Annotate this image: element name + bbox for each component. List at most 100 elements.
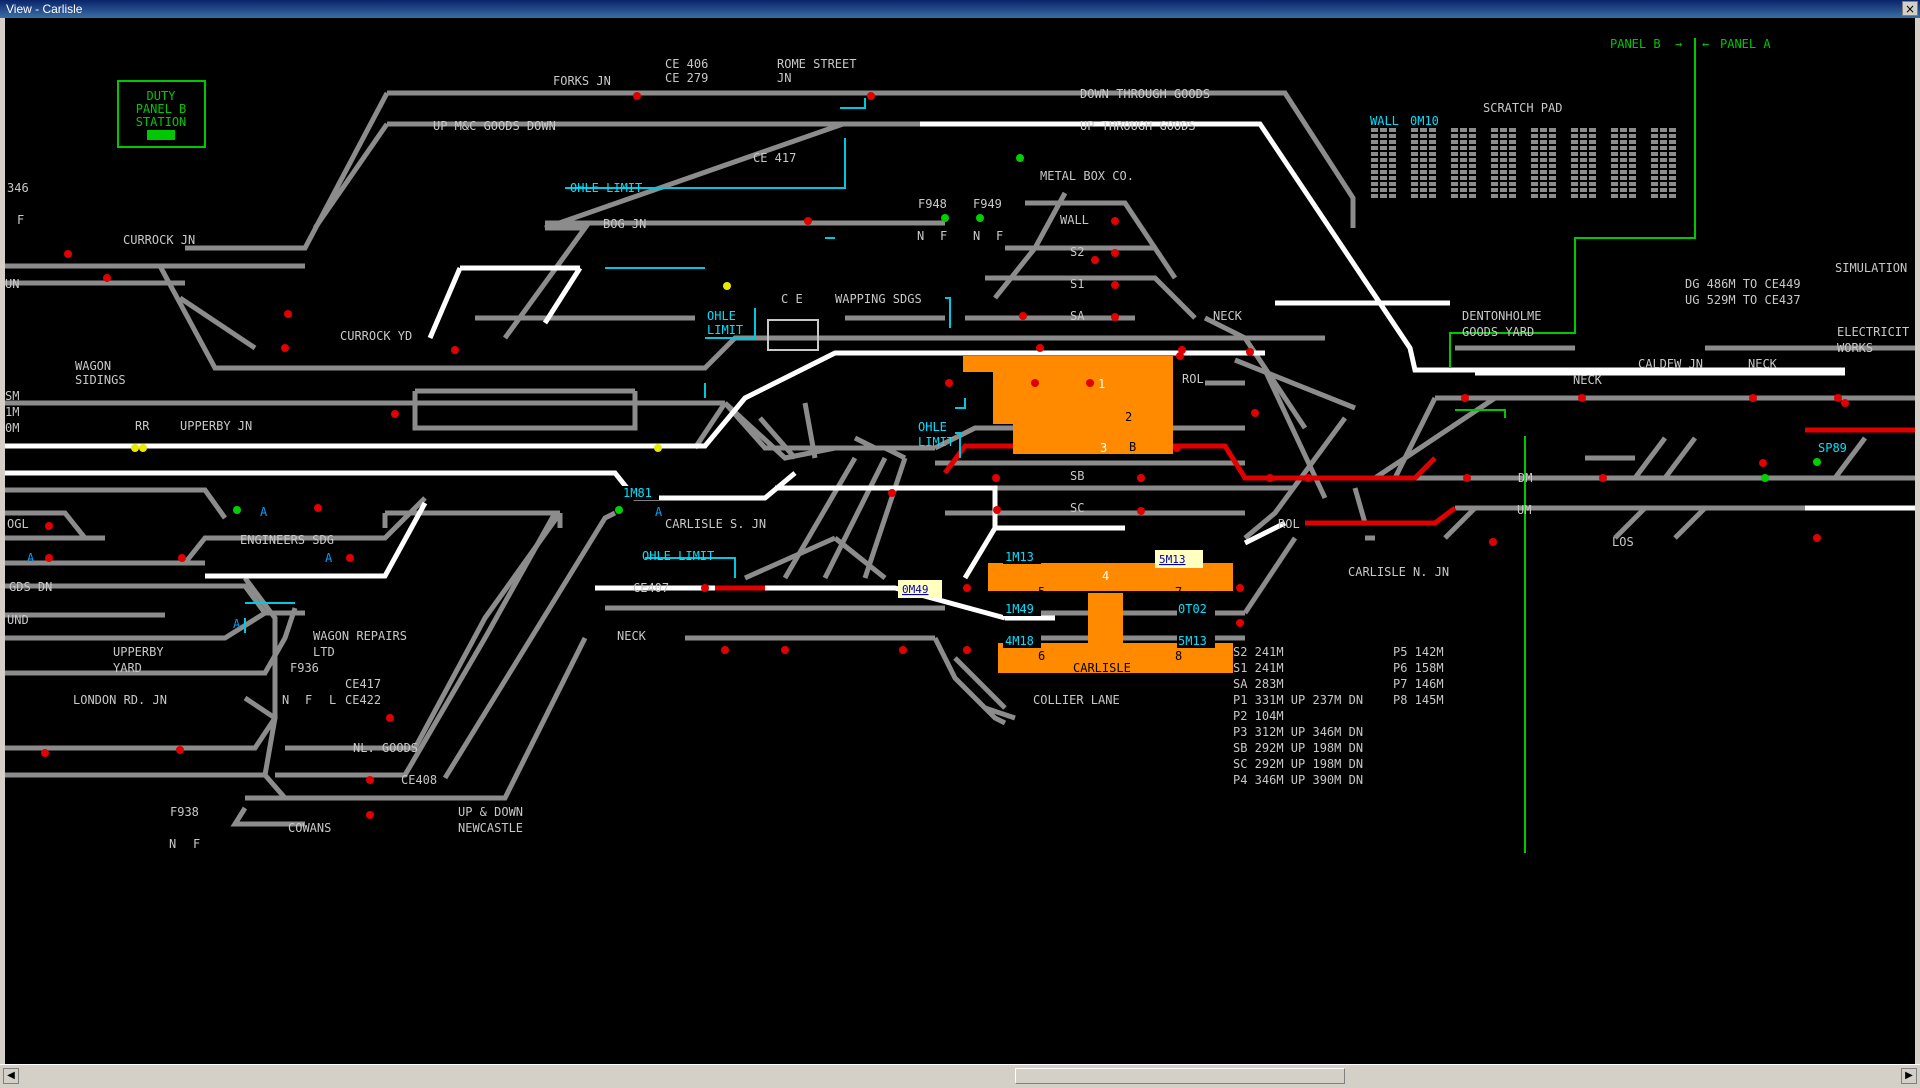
signal-head[interactable] (45, 554, 53, 562)
scratch-pad-cell[interactable] (1571, 182, 1578, 186)
scratch-pad-cell[interactable] (1420, 170, 1427, 174)
scratch-pad-cell[interactable] (1669, 164, 1676, 168)
scratch-pad-cell[interactable] (1411, 152, 1418, 156)
scratch-pad-cell[interactable] (1500, 140, 1507, 144)
scratch-pad-cell[interactable] (1540, 158, 1547, 162)
scratch-pad-cell[interactable] (1451, 170, 1458, 174)
scratch-pad-cell[interactable] (1540, 188, 1547, 192)
scratch-pad-cell[interactable] (1460, 146, 1467, 150)
signal-head[interactable] (1091, 256, 1099, 264)
scroll-right-button[interactable]: ▶ (1901, 1068, 1917, 1084)
scratch-pad-cell[interactable] (1380, 140, 1387, 144)
scratch-pad-cell[interactable] (1380, 152, 1387, 156)
scratch-pad-cell[interactable] (1509, 194, 1516, 198)
scratch-pad-cell[interactable] (1660, 164, 1667, 168)
signal-head[interactable] (1246, 348, 1254, 356)
scratch-pad-cell[interactable] (1571, 152, 1578, 156)
scratch-pad-cell[interactable] (1549, 140, 1556, 144)
scratch-pad-cell[interactable] (1669, 158, 1676, 162)
scratch-pad-cell[interactable] (1451, 128, 1458, 132)
scratch-pad-cell[interactable] (1540, 164, 1547, 168)
scratch-pad-cell[interactable] (1509, 152, 1516, 156)
scratch-pad-cell[interactable] (1491, 152, 1498, 156)
scratch-pad-cell[interactable] (1371, 134, 1378, 138)
scratch-pad-cell[interactable] (1460, 182, 1467, 186)
scratch-pad-cell[interactable] (1371, 128, 1378, 132)
scratch-pad-cell[interactable] (1580, 170, 1587, 174)
scratch-pad-cell[interactable] (1491, 194, 1498, 198)
scratch-pad-cell[interactable] (1651, 140, 1658, 144)
scratch-pad-cell[interactable] (1589, 128, 1596, 132)
scratch-pad-cell[interactable] (1429, 158, 1436, 162)
scratch-pad-cell[interactable] (1620, 182, 1627, 186)
scratch-pad-cell[interactable] (1571, 140, 1578, 144)
scratch-pad-cell[interactable] (1669, 170, 1676, 174)
scratch-pad-cell[interactable] (1669, 188, 1676, 192)
scratch-pad-cell[interactable] (1460, 152, 1467, 156)
scratch-pad-cell[interactable] (1669, 140, 1676, 144)
scratch-pad-cell[interactable] (1509, 146, 1516, 150)
signal-head-green[interactable] (941, 214, 949, 222)
scratch-pad-cell[interactable] (1660, 134, 1667, 138)
scratch-pad-cell[interactable] (1460, 158, 1467, 162)
signal-head[interactable] (1236, 619, 1244, 627)
scratch-pad-cell[interactable] (1611, 188, 1618, 192)
tag-0M49[interactable]: 0M49 (902, 583, 929, 596)
scratch-pad-cell[interactable] (1540, 140, 1547, 144)
scratch-pad-cell[interactable] (1629, 176, 1636, 180)
train-0T02[interactable]: 0T02 (1178, 602, 1207, 616)
scratch-pad-cell[interactable] (1571, 164, 1578, 168)
signal-head[interactable] (1304, 474, 1312, 482)
signal-head[interactable] (1111, 217, 1119, 225)
scratch-pad-cell[interactable] (1571, 134, 1578, 138)
scratch-pad-cell[interactable] (1420, 194, 1427, 198)
signal-head[interactable] (366, 776, 374, 784)
scratch-pad-cell[interactable] (1371, 194, 1378, 198)
horizontal-scrollbar[interactable]: ◀ ▶ (0, 1064, 1920, 1088)
scratch-pad-cell[interactable] (1469, 146, 1476, 150)
signal-head[interactable] (391, 410, 399, 418)
scratch-pad-cell[interactable] (1531, 164, 1538, 168)
signal-head[interactable] (281, 344, 289, 352)
scratch-pad-cell[interactable] (1420, 176, 1427, 180)
scratch-pad-cell[interactable] (1571, 188, 1578, 192)
scratch-pad-cell[interactable] (1491, 176, 1498, 180)
scratch-pad-cell[interactable] (1669, 128, 1676, 132)
scratch-pad-cell[interactable] (1580, 182, 1587, 186)
scratch-pad-cell[interactable] (1460, 140, 1467, 144)
signal-head[interactable] (103, 274, 111, 282)
signal-head[interactable] (899, 646, 907, 654)
scratch-pad-cell[interactable] (1629, 158, 1636, 162)
scratch-pad-cell[interactable] (1371, 170, 1378, 174)
signal-head[interactable] (888, 489, 896, 497)
scratch-pad-cell[interactable] (1531, 158, 1538, 162)
scratch-pad-cell[interactable] (1531, 146, 1538, 150)
scratch-pad-cell[interactable] (1420, 188, 1427, 192)
scratch-pad-cell[interactable] (1509, 134, 1516, 138)
signal-head-yellow[interactable] (723, 282, 731, 290)
scratch-pad-cell[interactable] (1620, 188, 1627, 192)
scratch-pad-cell[interactable] (1500, 134, 1507, 138)
scratch-pad-cell[interactable] (1651, 176, 1658, 180)
signal-head[interactable] (346, 554, 354, 562)
scratch-pad-cell[interactable] (1380, 134, 1387, 138)
signal-head[interactable] (1137, 474, 1145, 482)
scratch-pad-cell[interactable] (1549, 182, 1556, 186)
signal-head[interactable] (781, 646, 789, 654)
scratch-pad-cell[interactable] (1451, 164, 1458, 168)
scratch-pad-cell[interactable] (1571, 146, 1578, 150)
scratch-pad-cell[interactable] (1420, 140, 1427, 144)
scratch-pad-cell[interactable] (1549, 170, 1556, 174)
signal-head-green[interactable] (1761, 474, 1769, 482)
scratch-pad-cell[interactable] (1389, 140, 1396, 144)
scroll-left-button[interactable]: ◀ (3, 1068, 19, 1084)
scratch-pad-cell[interactable] (1629, 188, 1636, 192)
scratch-pad-cell[interactable] (1540, 146, 1547, 150)
scratch-pad-cell[interactable] (1411, 182, 1418, 186)
signal-head[interactable] (1266, 474, 1274, 482)
scratch-pad-cell[interactable] (1380, 164, 1387, 168)
scratch-pad-cell[interactable] (1620, 194, 1627, 198)
scratch-pad-cell[interactable] (1451, 194, 1458, 198)
scratch-pad-cell[interactable] (1500, 158, 1507, 162)
signal-head[interactable] (963, 584, 971, 592)
